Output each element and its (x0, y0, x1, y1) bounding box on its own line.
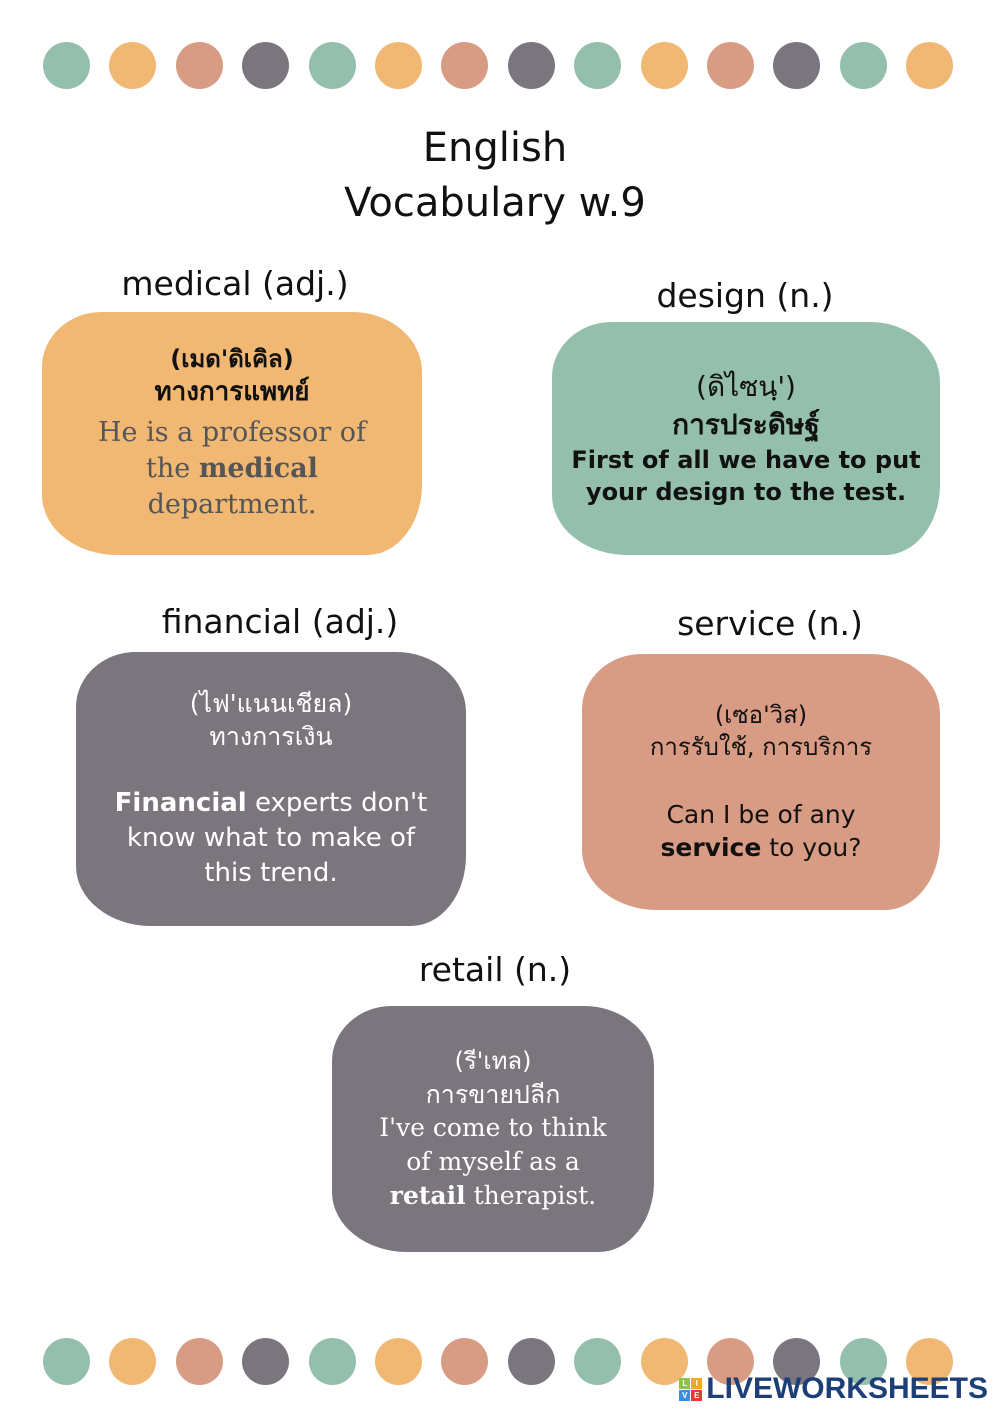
decorative-dot (906, 42, 954, 89)
pronunciation: (รี'เทล) (454, 1047, 532, 1076)
card-design: (ดิไซนฺ') การประดิษฐ์ First of all we ha… (552, 322, 940, 555)
decorative-dot (507, 42, 555, 89)
example-line: service to you? (660, 831, 861, 865)
meaning: ทางการแพทย์ (154, 377, 310, 408)
word-retail: retail (n.) (418, 950, 572, 989)
decorative-dot (906, 1338, 954, 1385)
word-financial: financial (adj.) (161, 602, 399, 641)
decorative-dot (706, 42, 754, 89)
decorative-dot (441, 1338, 489, 1385)
decorative-dot (773, 42, 821, 89)
example-line: He is a professor of (98, 416, 366, 448)
decorative-dot (43, 1338, 90, 1385)
card-retail: (รี'เทล) การขายปลีก I've come to think o… (332, 1006, 654, 1252)
decorative-dots-bottom (43, 1338, 954, 1385)
meaning: การรับใช้, การบริการ (649, 733, 873, 762)
pronunciation: (เซอ'วิส) (714, 700, 808, 729)
decorative-dot (574, 42, 622, 89)
highlight-word: Financial (114, 788, 247, 819)
decorative-dot (175, 42, 223, 89)
example-line: department. (147, 489, 317, 521)
card-service: (เซอ'วิส) การรับใช้, การบริการ Can I be … (582, 654, 940, 910)
title-line-1: English (422, 125, 568, 171)
example-line: the medical (146, 451, 318, 487)
decorative-dot (706, 1338, 754, 1385)
text: therapist. (465, 1180, 597, 1210)
decorative-dot (839, 1338, 887, 1385)
example-line: of myself as a (406, 1147, 580, 1177)
decorative-dot (109, 42, 157, 89)
decorative-dot (640, 1338, 688, 1385)
highlight-word: medical (198, 453, 318, 485)
decorative-dot (839, 42, 887, 89)
word-service: service (n.) (677, 604, 863, 643)
text: to you? (761, 833, 862, 863)
example-line: I've come to think (379, 1113, 607, 1143)
card-medical: (เมด'ดิเคิล) ทางการแพทย์ He is a profess… (42, 312, 422, 555)
example-line: know what to make of (126, 823, 416, 854)
word-medical: medical (adj.) (121, 264, 349, 303)
card-financial: (ไฟ'แนนเชียล) ทางการเงิน Financial exper… (76, 652, 466, 926)
decorative-dot (507, 1338, 555, 1385)
decorative-dot (374, 1338, 422, 1385)
example-line: this trend. (204, 858, 338, 889)
decorative-dots-top (43, 42, 954, 89)
decorative-dot (374, 42, 422, 89)
decorative-dot (574, 1338, 622, 1385)
pronunciation: (เมด'ดิเคิล) (170, 345, 294, 374)
decorative-dot (109, 1338, 157, 1385)
word-design: design (n.) (656, 276, 834, 315)
decorative-dot (242, 1338, 290, 1385)
decorative-dot (308, 42, 356, 89)
text: experts don't (246, 788, 428, 819)
text: the (146, 453, 199, 485)
decorative-dot (308, 1338, 356, 1385)
meaning: การประดิษฐ์ (672, 408, 820, 442)
pronunciation: (ดิไซนฺ') (696, 370, 796, 404)
title-line-2: Vocabulary w.9 (344, 180, 646, 226)
decorative-dot (175, 1338, 223, 1385)
example-line: Financial experts don't (115, 786, 428, 821)
example-line: First of all we have to put (571, 445, 921, 474)
highlight-word: service (660, 833, 762, 863)
example-line: your design to the test. (585, 478, 907, 507)
example-line: retail therapist. (390, 1179, 596, 1213)
decorative-dot (773, 1338, 821, 1385)
logo-text: LIVEWORKSHEETS (706, 1372, 988, 1405)
decorative-dot (43, 42, 90, 89)
example-line: Can I be of any (666, 799, 856, 829)
meaning: ทางการเงิน (209, 722, 333, 752)
decorative-dot (441, 42, 489, 89)
decorative-dot (640, 42, 688, 89)
highlight-word: retail (389, 1180, 466, 1210)
pronunciation: (ไฟ'แนนเชียล) (189, 688, 353, 718)
decorative-dot (242, 42, 290, 89)
meaning: การขายปลีก (425, 1079, 561, 1109)
